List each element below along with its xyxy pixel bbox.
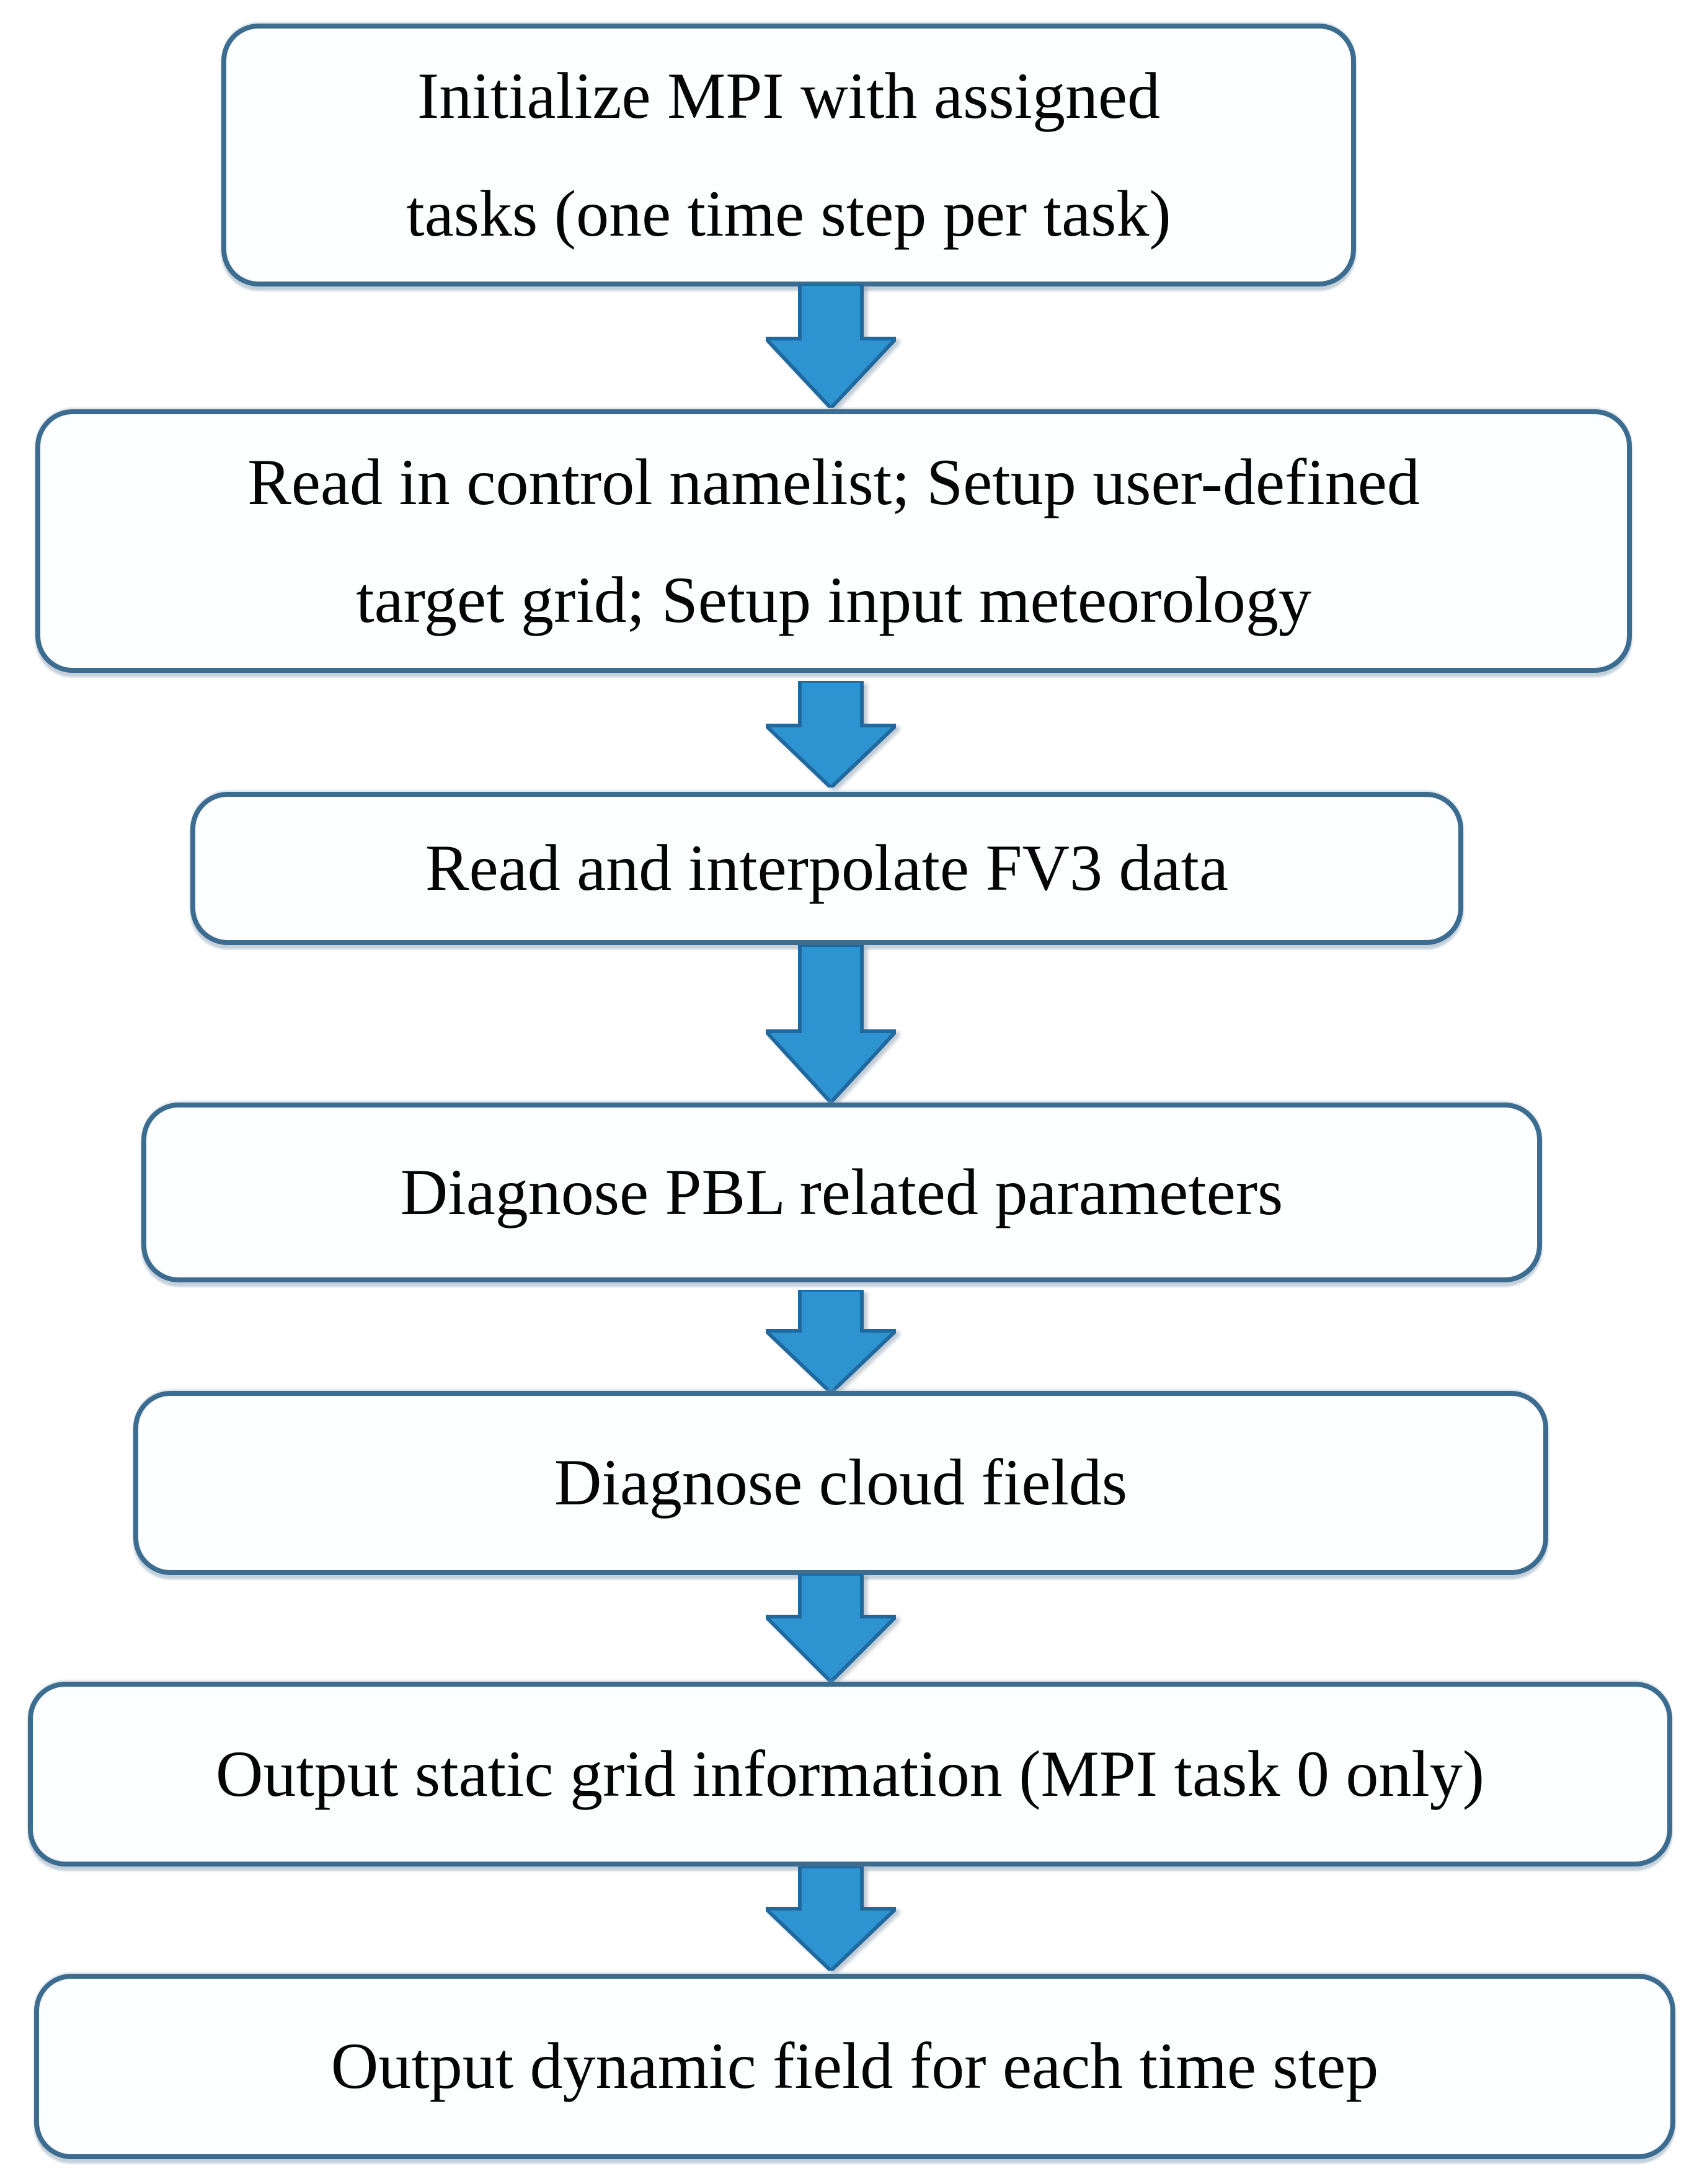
step-text: Output dynamic field for each time step — [330, 2030, 1379, 2103]
step-box-output-dynamic-field: Output dynamic field for each time step — [34, 1974, 1675, 2159]
down-arrow-icon — [766, 1867, 896, 1971]
step-box-diagnose-cloud: Diagnose cloud fields — [133, 1391, 1548, 1575]
step-text: Initialize MPI with assigned — [417, 60, 1161, 132]
down-arrow-icon — [766, 945, 896, 1103]
down-arrow-icon — [766, 284, 896, 408]
step-text: Read and interpolate FV3 data — [425, 832, 1229, 905]
step-text: Diagnose PBL related parameters — [400, 1155, 1283, 1228]
down-arrow-icon — [766, 1574, 896, 1682]
step-box-initialize-mpi: Initialize MPI with assigned tasks (one … — [221, 24, 1356, 286]
step-text: tasks (one time step per task) — [406, 177, 1171, 250]
step-text: target grid; Setup input meteorology — [356, 563, 1311, 636]
step-text: Read in control namelist; Setup user-def… — [247, 445, 1420, 518]
step-text: Output static grid information (MPI task… — [215, 1737, 1485, 1810]
step-box-read-namelist-setup: Read in control namelist; Setup user-def… — [35, 409, 1632, 673]
step-text: Diagnose cloud fields — [554, 1446, 1128, 1519]
down-arrow-icon — [766, 1290, 896, 1393]
down-arrow-icon — [766, 681, 896, 788]
step-box-read-interpolate-fv3: Read and interpolate FV3 data — [190, 792, 1463, 945]
step-box-diagnose-pbl: Diagnose PBL related parameters — [141, 1103, 1542, 1282]
step-box-output-static-grid: Output static grid information (MPI task… — [28, 1682, 1672, 1867]
